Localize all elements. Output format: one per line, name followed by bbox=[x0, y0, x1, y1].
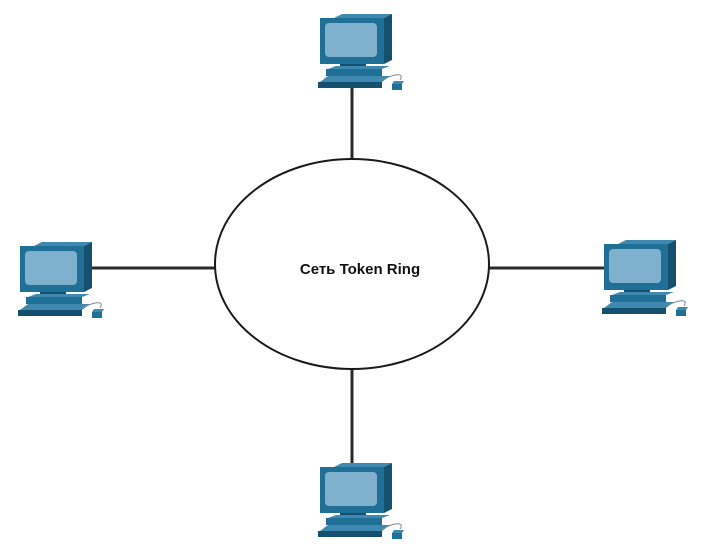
token-ring bbox=[214, 158, 490, 370]
workstation-icon bbox=[317, 13, 405, 91]
ring-label: Сеть Token Ring bbox=[300, 261, 420, 278]
workstation-icon bbox=[317, 462, 405, 540]
workstation-icon bbox=[601, 239, 689, 317]
workstation-icon bbox=[17, 241, 105, 319]
